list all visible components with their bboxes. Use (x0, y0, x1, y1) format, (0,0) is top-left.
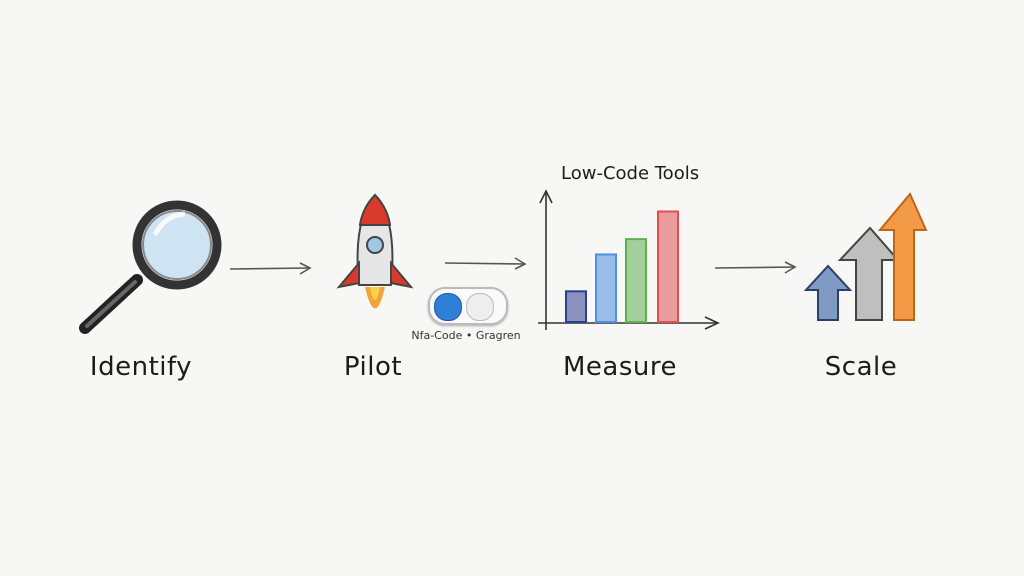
chart-title: Low-Code Tools (561, 163, 700, 184)
step-label-pilot: Pilot (343, 352, 403, 382)
arrow-icon (714, 261, 797, 274)
step-label-measure: Measure (563, 352, 677, 382)
arrow-icon (229, 262, 312, 275)
toggle-caption: Nfa-Code • Gragren (411, 329, 521, 342)
x-axis-arrowhead (704, 316, 720, 330)
toggle-knob (434, 293, 462, 321)
step-label-scale: Scale (824, 352, 898, 382)
step-label-identify: Identify (89, 352, 193, 382)
bar-2 (595, 253, 617, 323)
bar-3 (625, 238, 647, 323)
magnifying-glass-icon (79, 200, 222, 334)
y-axis-arrowhead (539, 189, 553, 204)
bar-1 (565, 290, 587, 323)
toggle-switch[interactable] (428, 287, 508, 325)
rocket-icon (336, 193, 414, 309)
arrow-icon (444, 257, 527, 270)
toggle-knob-off (466, 293, 494, 321)
rising-arrows-icon (803, 192, 928, 321)
bar-4 (657, 210, 679, 323)
bar-chart (538, 189, 720, 330)
